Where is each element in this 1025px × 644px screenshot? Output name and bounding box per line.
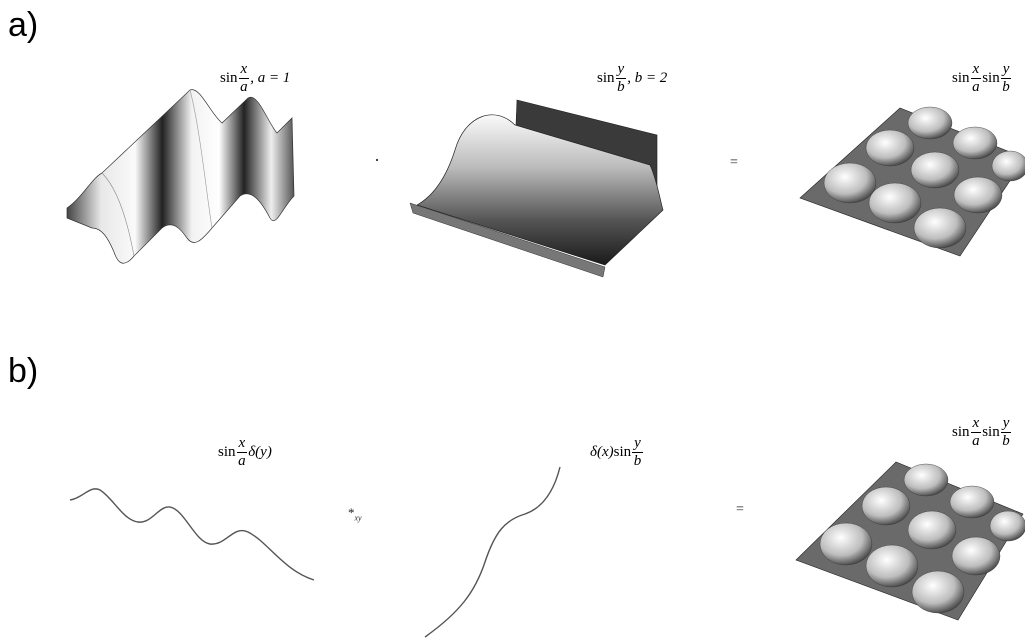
equals-operator-a: =: [730, 155, 738, 170]
surface-sin-y: [409, 99, 664, 278]
multiply-operator: ·: [374, 150, 380, 170]
surface-product-b: [795, 461, 1025, 621]
curve-sin-x-delta-y: [69, 488, 315, 581]
panel-b-label: b): [8, 352, 39, 390]
panel-a-label: a): [8, 6, 39, 44]
surface-sin-x: [66, 89, 295, 264]
convolve-operator: *xy: [348, 505, 362, 523]
curve-delta-x-sin-y: [424, 466, 561, 638]
equals-operator-b: =: [736, 502, 744, 517]
surface-product-a: [799, 106, 1025, 257]
